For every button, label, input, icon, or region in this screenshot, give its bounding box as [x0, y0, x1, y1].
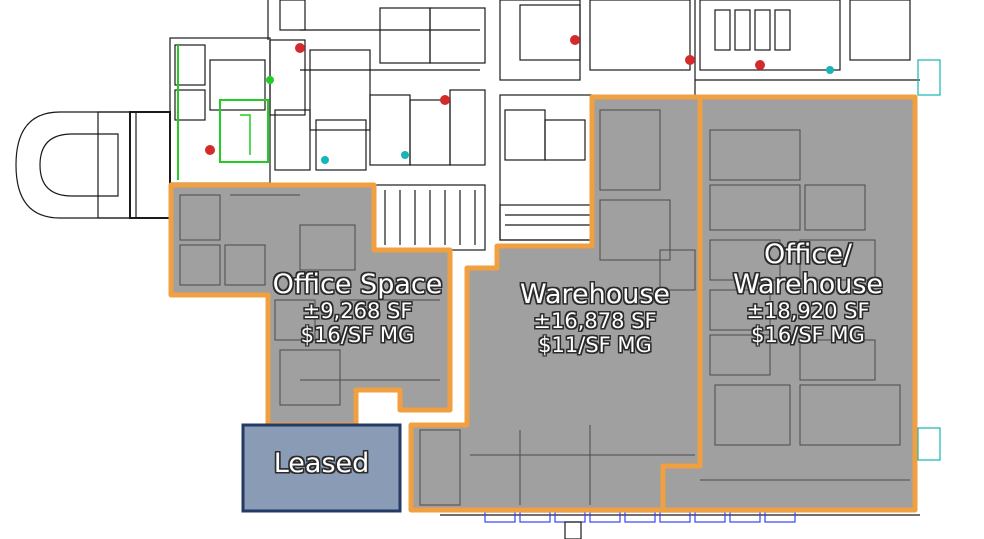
- office-warehouse-title-line1: Office/: [764, 239, 852, 270]
- plan-accents: [177, 35, 834, 180]
- warehouse-interior-lines: [419, 109, 696, 506]
- office-warehouse-title-line2: Warehouse: [732, 269, 884, 301]
- warehouse-size: ±16,878 SF: [533, 309, 657, 334]
- rotunda-inner: [39, 133, 119, 197]
- warehouse-rate: $11/SF MG: [538, 332, 652, 357]
- office-space-rate: $16/SF MG: [300, 322, 415, 347]
- office-space-title: Office Space: [272, 269, 443, 300]
- background-plan-lines: [15, 0, 941, 539]
- office-warehouse-suite: [660, 94, 918, 513]
- leased-label: Leased: [243, 448, 400, 479]
- office-warehouse-rate: $16/SF MG: [751, 322, 865, 347]
- leased-area: [241, 423, 402, 513]
- warehouse-label: Warehouse ±16,878 SF $11/SF MG: [505, 279, 685, 357]
- rotunda-outline: [15, 111, 135, 219]
- office-warehouse-size: ±18,920 SF: [746, 299, 870, 324]
- office-space-interior-lines: [179, 194, 440, 406]
- office-space-size: ±9,268 SF: [302, 299, 413, 324]
- leased-title: Leased: [273, 448, 370, 479]
- warehouse-title: Warehouse: [519, 279, 671, 310]
- office-space-label: Office Space ±9,268 SF $16/SF MG: [270, 269, 445, 347]
- office-warehouse-interior-lines: [700, 129, 910, 481]
- office-warehouse-label: Office/ Warehouse ±18,920 SF $16/SF MG: [718, 239, 898, 348]
